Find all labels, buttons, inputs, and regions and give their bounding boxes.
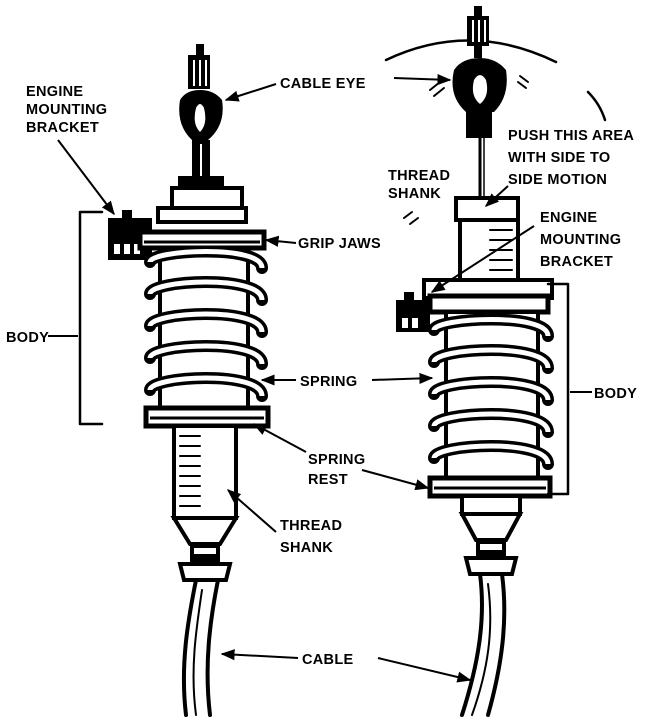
label-push-area-2: WITH SIDE TO [508, 150, 610, 166]
leader-lines [48, 73, 592, 683]
label-engine-mounting-bracket-left-3: BRACKET [26, 120, 99, 136]
left-spring-rest [143, 405, 271, 429]
label-thread-shank-lower-1: THREAD [280, 518, 342, 534]
label-body-left: BODY [6, 330, 49, 346]
right-top-cap [403, 196, 520, 282]
label-spring: SPRING [300, 374, 357, 390]
right-assembly [384, 6, 607, 717]
label-thread-shank-upper-1: THREAD [388, 168, 450, 184]
label-cable: CABLE [302, 652, 353, 668]
right-spring-rest [427, 475, 553, 499]
left-cable-eye [178, 90, 224, 186]
right-lower-shank [458, 494, 524, 576]
labels: ENGINE MOUNTING BRACKET CABLE EYE PUSH T… [6, 76, 637, 668]
left-thread-shank [170, 424, 240, 582]
label-cable-eye: CABLE EYE [280, 76, 366, 92]
label-spring-rest-1: SPRING [308, 452, 365, 468]
left-grip-jaws [137, 229, 267, 251]
label-push-area-1: PUSH THIS AREA [508, 128, 634, 144]
right-engine-mounting-bracket [396, 292, 551, 332]
label-thread-shank-lower-2: SHANK [280, 540, 333, 556]
left-body-bracket [78, 210, 104, 426]
right-body-bracket [546, 282, 570, 496]
left-top-nut [188, 44, 210, 89]
label-body-right: BODY [594, 386, 637, 402]
right-top-nut [467, 6, 489, 58]
right-cable-eye [429, 58, 529, 198]
label-engine-mounting-bracket-right-1: ENGINE [540, 210, 597, 226]
left-cable [181, 578, 220, 717]
label-spring-rest-2: REST [308, 472, 348, 488]
right-spring [428, 313, 554, 470]
label-engine-mounting-bracket-left-1: ENGINE [26, 84, 83, 100]
label-thread-shank-upper-2: SHANK [388, 186, 441, 202]
label-push-area-3: SIDE MOTION [508, 172, 607, 188]
left-spring [144, 245, 268, 402]
left-assembly [78, 44, 271, 717]
left-top-cap [156, 186, 248, 224]
label-engine-mounting-bracket-left-2: MOUNTING [26, 102, 107, 118]
right-cable [460, 572, 507, 717]
label-grip-jaws: GRIP JAWS [298, 236, 381, 252]
label-engine-mounting-bracket-right-3: BRACKET [540, 254, 613, 270]
label-engine-mounting-bracket-right-2: MOUNTING [540, 232, 621, 248]
